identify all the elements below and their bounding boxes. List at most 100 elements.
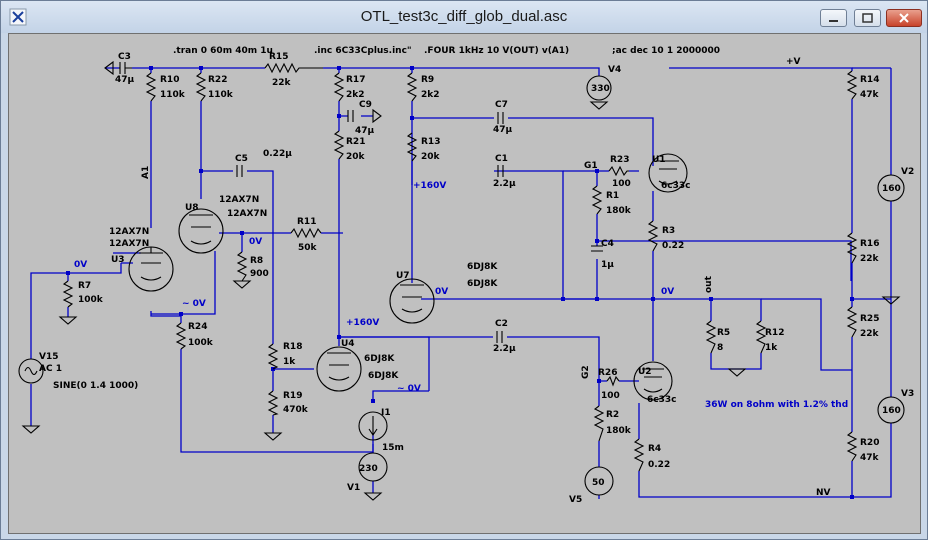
svg-text:100k: 100k — [188, 338, 214, 348]
svg-text:6DJ8K: 6DJ8K — [467, 262, 498, 272]
capacitor-C3[interactable] — [119, 62, 132, 74]
svg-text:6c33c: 6c33c — [647, 395, 676, 405]
resistor-R26 — [606, 375, 620, 387]
svg-text:20k: 20k — [346, 152, 366, 162]
resistor-R11 — [290, 227, 322, 239]
svg-text:6DJ8K: 6DJ8K — [368, 371, 399, 381]
maximize-icon[interactable] — [854, 9, 881, 27]
svg-text:A1: A1 — [141, 166, 151, 179]
svg-text:R15: R15 — [269, 52, 288, 62]
svg-text:R8: R8 — [250, 256, 263, 266]
schematic-canvas[interactable] — [8, 33, 921, 534]
svg-text:6DJ8K: 6DJ8K — [467, 279, 498, 289]
svg-text:R24: R24 — [188, 322, 207, 332]
svg-text:SINE(0 1.4 1000): SINE(0 1.4 1000) — [53, 381, 138, 391]
svg-text:2k2: 2k2 — [346, 90, 365, 100]
svg-text:0.22: 0.22 — [648, 460, 670, 470]
capacitors[interactable] — [236, 110, 603, 343]
source-V3 — [877, 396, 905, 424]
resistor-R14 — [846, 70, 858, 100]
resistor-R7 — [62, 280, 74, 308]
resistor-R2 — [593, 405, 605, 442]
svg-text:U2: U2 — [638, 367, 652, 377]
svg-text:R21: R21 — [346, 137, 365, 147]
resistor-R21 — [333, 130, 345, 160]
svg-text:R25: R25 — [860, 314, 879, 324]
svg-text:180k: 180k — [606, 426, 632, 436]
capacitor-C2 — [496, 331, 503, 343]
svg-text:47µ: 47µ — [493, 125, 513, 135]
svg-text:R22: R22 — [208, 75, 227, 85]
resistor-R15 — [264, 62, 323, 74]
directive-tran: .tran 0 60m 40m 1u — [173, 46, 273, 56]
capacitor-C4 — [591, 245, 603, 252]
svg-text:+160V: +160V — [413, 181, 446, 191]
minimize-icon[interactable] — [820, 9, 847, 27]
svg-text:R23: R23 — [610, 155, 629, 165]
resistors[interactable] — [62, 62, 858, 472]
svg-text:180k: 180k — [606, 206, 632, 216]
svg-text:~ 0V: ~ 0V — [182, 299, 206, 309]
capacitor-C9 — [347, 110, 354, 122]
tube-U2 — [633, 361, 673, 401]
svg-text:R12: R12 — [765, 328, 784, 338]
svg-text:22k: 22k — [272, 78, 292, 88]
svg-text:C7: C7 — [495, 100, 508, 110]
svg-text:out: out — [704, 275, 714, 293]
component-labels: C3 47µ R10 110k R22 110k R15 22k R17 2k2… — [39, 52, 914, 505]
svg-text:R26: R26 — [598, 368, 617, 378]
resistor-R23 — [608, 165, 629, 177]
svg-text:R9: R9 — [421, 75, 434, 85]
svg-text:47k: 47k — [860, 90, 880, 100]
resistor-R19 — [267, 390, 279, 416]
svg-text:C2: C2 — [495, 319, 508, 329]
ground-arrow-left — [104, 60, 114, 76]
svg-text:R5: R5 — [717, 328, 730, 338]
svg-text:22k: 22k — [860, 254, 880, 264]
svg-text:47µ: 47µ — [115, 75, 135, 85]
svg-text:C9: C9 — [359, 100, 372, 110]
svg-text:0V: 0V — [435, 287, 448, 297]
svg-text:U3: U3 — [111, 255, 125, 265]
svg-text:0.22: 0.22 — [662, 241, 684, 251]
svg-text:R16: R16 — [860, 239, 879, 249]
svg-text:R7: R7 — [78, 281, 91, 291]
tube-U7 — [389, 278, 435, 324]
ltspice-app-icon[interactable] — [9, 8, 27, 26]
svg-text:6c33c: 6c33c — [661, 181, 690, 191]
svg-text:12AX7N: 12AX7N — [109, 239, 149, 249]
svg-text:U7: U7 — [396, 271, 410, 281]
svg-text:V4: V4 — [608, 65, 621, 75]
svg-text:0.22µ: 0.22µ — [263, 149, 292, 159]
svg-text:+160V: +160V — [346, 318, 379, 328]
svg-text:0V: 0V — [661, 287, 674, 297]
svg-text:0V: 0V — [249, 237, 262, 247]
tube-U1 — [648, 153, 688, 193]
voltage-sources[interactable] — [18, 75, 905, 496]
svg-text:G2: G2 — [581, 365, 591, 379]
svg-text:15m: 15m — [382, 443, 404, 453]
svg-text:V15: V15 — [39, 352, 59, 362]
svg-text:R18: R18 — [283, 342, 302, 352]
resistor-R10 — [145, 72, 157, 102]
svg-text:R3: R3 — [662, 226, 675, 236]
svg-text:100k: 100k — [78, 295, 104, 305]
svg-text:2.2µ: 2.2µ — [493, 179, 516, 189]
junction-dots — [66, 66, 854, 499]
title-bar[interactable]: OTL_test3c_diff_glob_dual.asc — [1, 1, 927, 33]
resistor-R9 — [406, 72, 418, 102]
svg-text:R1: R1 — [606, 191, 619, 201]
svg-text:C5: C5 — [235, 154, 248, 164]
svg-text:C1: C1 — [495, 154, 508, 164]
svg-text:U8: U8 — [185, 203, 199, 213]
vacuum-tubes[interactable] — [128, 153, 688, 401]
spice-directives[interactable]: .tran 0 60m 40m 1u .inc 6C33Cplus.inc" .… — [173, 46, 720, 56]
resistor-R20 — [846, 431, 858, 462]
resistor-R8 — [236, 251, 248, 282]
svg-text:+V: +V — [786, 57, 801, 67]
close-icon[interactable] — [886, 9, 922, 27]
resistor-R3 — [647, 220, 659, 252]
svg-text:47µ: 47µ — [355, 126, 375, 136]
